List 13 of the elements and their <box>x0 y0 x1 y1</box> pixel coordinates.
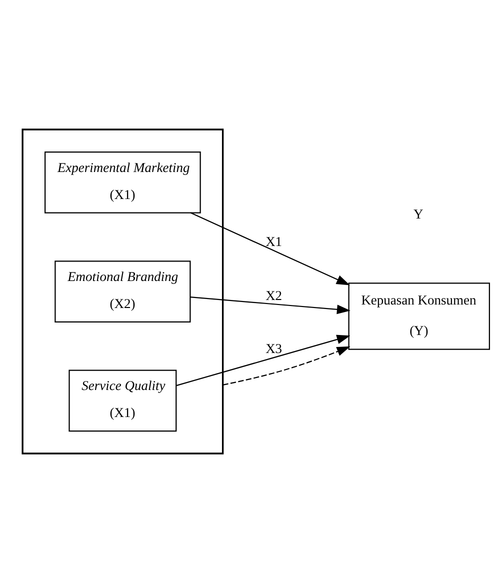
cluster <box>21 128 224 454</box>
node-box: Kepuasan Konsumen (Y) <box>348 282 490 350</box>
arrow <box>190 212 350 286</box>
edge-label: X1 <box>265 234 282 250</box>
node-box: Emotional Branding (X2) <box>54 260 190 322</box>
edge-label: X3 <box>265 340 282 356</box>
label: Y <box>413 206 423 222</box>
arrow <box>190 296 350 314</box>
node-box: Service Quality (X1) <box>68 370 176 432</box>
node-box: Experimental Marketing (X1) <box>44 151 200 214</box>
arrow <box>176 334 350 386</box>
edge-label: X2 <box>265 288 282 304</box>
arrow <box>222 346 350 386</box>
